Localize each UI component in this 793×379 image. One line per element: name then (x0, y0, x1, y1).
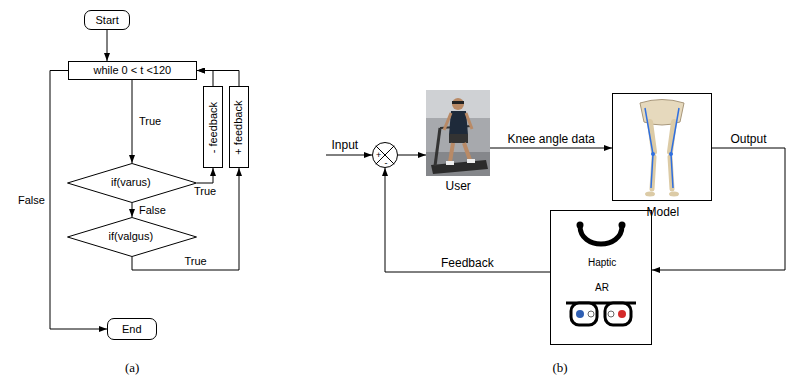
glasses-lens (571, 303, 597, 325)
node-text: Haptic (588, 257, 616, 269)
person-shorts (449, 134, 468, 143)
node-text: AR (595, 282, 609, 294)
flow-arrow (107, 30, 108, 61)
person-arm (466, 113, 472, 129)
treadmill-rail (435, 128, 440, 166)
input-arrow (326, 155, 372, 156)
feedback-panel: HapticAR (550, 210, 652, 345)
flow-arrow (197, 71, 213, 87)
user-photo-art (426, 90, 490, 176)
person-headset (452, 101, 464, 104)
diamond-shape (68, 218, 197, 257)
treadmill-belt (431, 160, 488, 174)
decision-diamond: if(varus) (67, 163, 197, 203)
red-indicator (618, 310, 626, 318)
signal-label: Input (331, 138, 360, 152)
haptic-pod (619, 222, 626, 229)
node-text: + feedback (232, 100, 245, 154)
person-leg (450, 143, 453, 162)
node-text: - feedback (207, 101, 220, 152)
terminal-box: End (107, 318, 157, 340)
photo-ground (426, 90, 490, 176)
muscle-line (645, 108, 653, 188)
foot (645, 192, 655, 197)
node-text: User (446, 179, 471, 193)
person-head (452, 98, 464, 110)
edge-label: False (138, 204, 167, 217)
flow-arrow (385, 168, 550, 272)
decision-diamond: if(valgus) (67, 217, 197, 257)
person-shoe (467, 159, 475, 163)
edge-label: False (17, 194, 46, 207)
open-indicator (588, 311, 594, 317)
summing-junction: +- (372, 142, 398, 168)
foot (669, 192, 679, 197)
node-text: if(varus) (111, 176, 151, 189)
edge-label: True (138, 115, 162, 128)
node-text: - (385, 158, 388, 169)
edge-label: True (184, 255, 208, 268)
edge-label: Output (730, 132, 768, 146)
feedback-box: - feedback (203, 86, 223, 168)
node-text: Start (96, 14, 119, 27)
haptic-icon (577, 222, 626, 245)
diamond-shape (68, 164, 197, 203)
flow-arrow (398, 155, 426, 156)
person-shoe (446, 161, 454, 165)
user-photo: User (426, 90, 490, 176)
open-indicator (608, 311, 614, 317)
flow-arrow (490, 148, 612, 149)
ar-glasses-icon (566, 303, 636, 325)
panel-label: (a) (124, 360, 140, 376)
edge-label: Knee angle data (507, 132, 596, 146)
edge-label: True (193, 185, 217, 198)
glasses-lens (605, 303, 631, 325)
haptic-pod (577, 222, 584, 229)
muscle-line (671, 108, 679, 188)
flow-arrow (197, 168, 213, 183)
node-text: while 0 < t <120 (94, 64, 172, 77)
edge-label: Feedback (440, 256, 495, 270)
knee-marker (669, 152, 673, 156)
panel-label: (b) (552, 360, 569, 376)
flow-arrow (197, 71, 239, 87)
skeleton-art (640, 100, 684, 197)
flow-arrow (132, 203, 133, 217)
node-text: if(valgus) (109, 230, 154, 243)
feedback-box: + feedback (229, 86, 249, 168)
node-text: End (122, 323, 142, 336)
flow-arrow (132, 80, 133, 163)
knee-marker (651, 152, 655, 156)
person-leg (464, 143, 470, 160)
node-text: + (376, 150, 381, 161)
person-arm (444, 113, 451, 130)
loop-box: while 0 < t <120 (68, 61, 197, 80)
model-box: Model (612, 93, 712, 201)
flow-arrow (50, 71, 107, 330)
headband (580, 226, 622, 244)
terminal-box: Start (84, 10, 130, 30)
blue-indicator (576, 310, 584, 318)
